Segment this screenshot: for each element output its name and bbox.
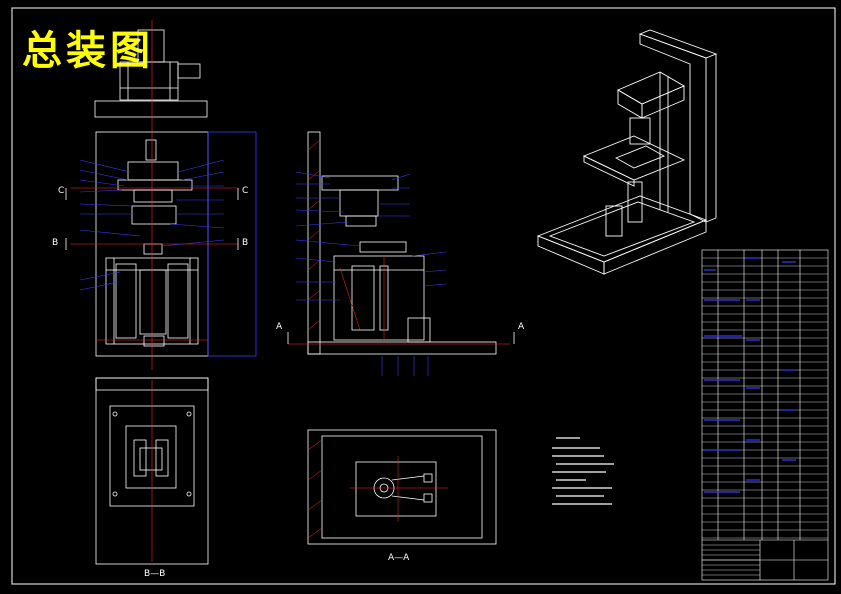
parts-list-table	[701, 249, 829, 581]
drawing-border	[11, 7, 836, 585]
front-view-leaders	[79, 159, 225, 291]
isometric-view	[536, 29, 718, 275]
view-label-aa: A—A	[388, 553, 410, 563]
parts-list-entries	[704, 257, 796, 493]
aa-section-view	[307, 429, 497, 545]
technical-notes	[552, 437, 614, 505]
section-arrows-cb	[65, 188, 239, 250]
section-mark-b-right: B	[242, 238, 249, 248]
front-view-center-lines	[70, 20, 238, 370]
section-mark-a-left: A	[276, 322, 283, 332]
drawing-title: 总装图	[22, 28, 154, 74]
view-label-bb: B—B	[144, 569, 166, 579]
section-arrows-a	[287, 332, 515, 344]
front-view	[94, 29, 209, 357]
side-view-leaders	[295, 171, 447, 376]
side-view-hatch	[288, 139, 510, 345]
section-mark-c-right: C	[242, 186, 249, 196]
aa-hatch	[307, 439, 448, 539]
section-mark-a-right: A	[518, 322, 525, 332]
section-mark-c-left: C	[58, 186, 65, 196]
side-view	[307, 131, 497, 355]
parts-list-rows	[702, 257, 828, 576]
section-mark-b-left: B	[52, 238, 59, 248]
